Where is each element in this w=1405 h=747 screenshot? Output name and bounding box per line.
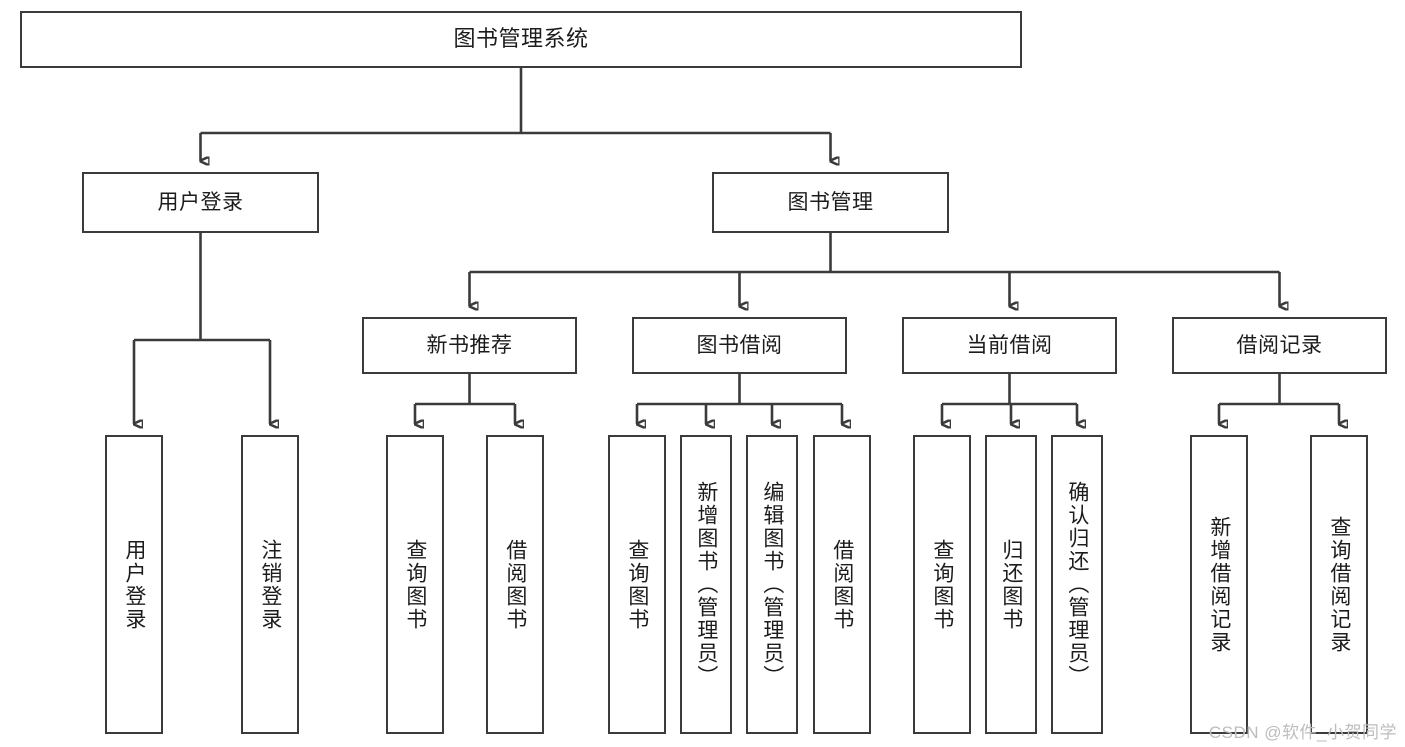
node-label: 借阅图书: [503, 538, 527, 631]
node-leaf-borrow-book-2[interactable]: 借阅图书: [813, 435, 871, 734]
watermark: CSDN @软件_小贺同学: [1208, 723, 1397, 742]
node-label: 注销登录: [258, 538, 282, 631]
node-book-manage[interactable]: 图书管理: [712, 172, 949, 233]
node-label: 新书推荐: [426, 333, 513, 357]
node-label: 图书管理系统: [453, 26, 589, 52]
node-label: 确认归还（管理员）: [1065, 481, 1089, 688]
node-label: 用户登录: [122, 538, 146, 631]
node-leaf-add-book[interactable]: 新增图书（管理员）: [680, 435, 732, 734]
node-leaf-edit-book[interactable]: 编辑图书（管理员）: [746, 435, 798, 734]
node-label: 图书管理: [787, 190, 874, 214]
node-label: 查询借阅记录: [1327, 515, 1351, 654]
node-leaf-borrow-book-1[interactable]: 借阅图书: [486, 435, 544, 734]
node-label: 归还图书: [999, 538, 1023, 631]
node-leaf-query-book-3[interactable]: 查询图书: [913, 435, 971, 734]
node-leaf-logout[interactable]: 注销登录: [241, 435, 299, 734]
node-label: 借阅图书: [830, 538, 854, 631]
node-leaf-query-book-1[interactable]: 查询图书: [386, 435, 444, 734]
node-leaf-query-book-2[interactable]: 查询图书: [608, 435, 666, 734]
node-label: 新增图书（管理员）: [694, 481, 718, 688]
node-label: 查询图书: [930, 538, 954, 631]
node-label: 新增借阅记录: [1207, 515, 1231, 654]
node-label: 当前借阅: [966, 333, 1053, 357]
node-leaf-add-record[interactable]: 新增借阅记录: [1190, 435, 1248, 734]
node-borrow-record[interactable]: 借阅记录: [1172, 317, 1387, 374]
node-leaf-query-record[interactable]: 查询借阅记录: [1310, 435, 1368, 734]
node-book-borrow[interactable]: 图书借阅: [632, 317, 847, 374]
node-current-borrow[interactable]: 当前借阅: [902, 317, 1117, 374]
node-new-book-rec[interactable]: 新书推荐: [362, 317, 577, 374]
node-user-login[interactable]: 用户登录: [82, 172, 319, 233]
node-label: 借阅记录: [1236, 333, 1323, 357]
node-root[interactable]: 图书管理系统: [20, 11, 1022, 68]
node-leaf-return-book[interactable]: 归还图书: [985, 435, 1037, 734]
node-label: 用户登录: [157, 190, 244, 214]
node-label: 查询图书: [403, 538, 427, 631]
node-leaf-confirm-return[interactable]: 确认归还（管理员）: [1051, 435, 1103, 734]
node-leaf-user-login[interactable]: 用户登录: [105, 435, 163, 734]
node-label: 编辑图书（管理员）: [760, 481, 784, 688]
node-label: 图书借阅: [696, 333, 783, 357]
node-label: 查询图书: [625, 538, 649, 631]
